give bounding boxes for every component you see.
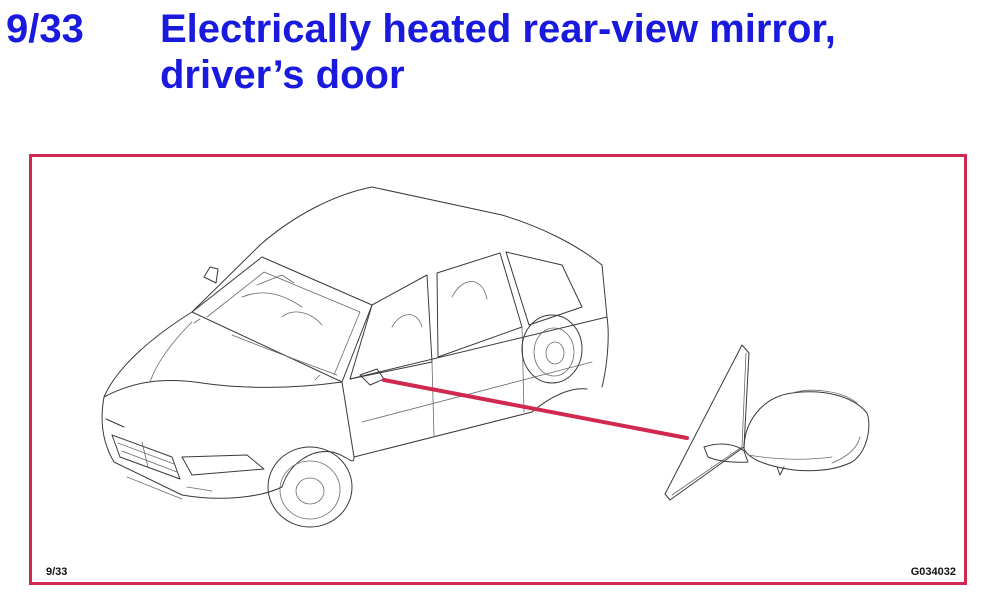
page-title-line-2: driver’s door: [160, 53, 405, 97]
car-drawing: [101, 186, 609, 528]
page-number: 9/33: [6, 7, 84, 51]
figure-reference: 9/33: [46, 566, 68, 578]
page-title: Electrically heated rear-view mirror, dr…: [160, 6, 960, 98]
pointer-line: [382, 378, 689, 440]
mirror-location-illustration: [101, 186, 870, 528]
page-title-line-1: Electrically heated rear-view mirror,: [160, 7, 836, 51]
mirror-detail-drawing: [664, 344, 870, 501]
figure-frame: 9/33 G034032: [29, 154, 967, 585]
figure-image-code: G034032: [910, 566, 956, 578]
